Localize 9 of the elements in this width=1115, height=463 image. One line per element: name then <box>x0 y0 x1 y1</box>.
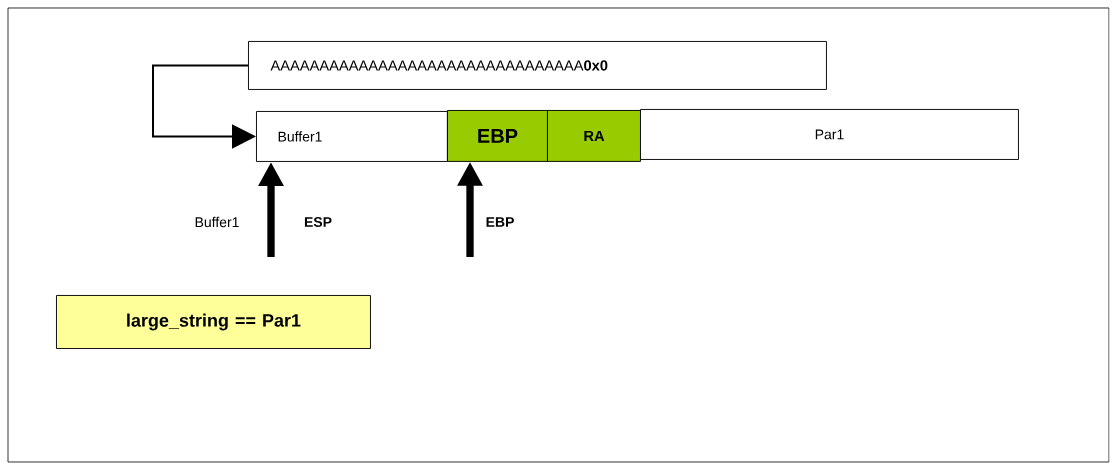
string-box: AAAAAAAAAAAAAAAAAAAAAAAAAAAAAAAA0x0 <box>248 41 827 90</box>
stack-cell: EBP <box>447 110 548 162</box>
register-label: ESP <box>304 217 332 227</box>
stack-cell: Par1 <box>640 109 1019 160</box>
pointer-label: Buffer1 <box>195 216 239 228</box>
stack-cell: Buffer1 <box>256 111 448 162</box>
note-box: large_string == Par1 <box>56 295 371 349</box>
register-label: EBP <box>486 217 514 227</box>
stack-cell: RA <box>547 110 641 162</box>
